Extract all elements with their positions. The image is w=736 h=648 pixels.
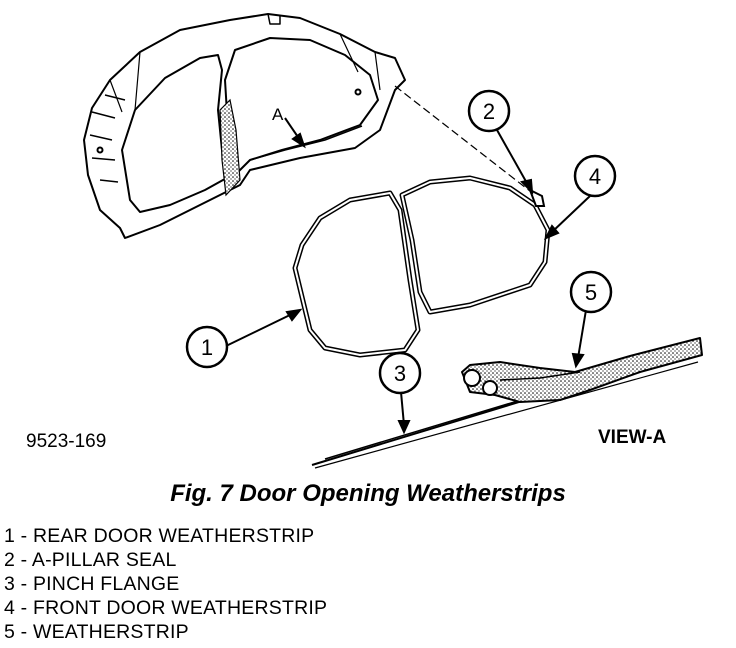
legend-item: 4 - FRONT DOOR WEATHERSTRIP (4, 597, 328, 619)
svg-text:5: 5 (585, 280, 597, 305)
body-side-aperture (83, 13, 406, 239)
svg-text:2: 2 (483, 99, 495, 124)
svg-text:3: 3 (394, 361, 406, 386)
front-door-weatherstrip (399, 175, 551, 315)
callout-3: 3 (378, 351, 422, 395)
legend-item: 3 - PINCH FLANGE (4, 573, 180, 595)
reference-code: 9523-169 (26, 431, 106, 452)
b-pillar-stipple (219, 98, 241, 197)
detail-label-a: A (272, 105, 284, 124)
callout-4: 4 (573, 154, 617, 198)
legend-item: 1 - REAR DOOR WEATHERSTRIP (4, 525, 315, 547)
a-pillar-seal (528, 187, 546, 207)
leader-dashed (394, 85, 536, 196)
view-label: VIEW-A (598, 427, 667, 448)
callout-1: 1 (185, 325, 229, 369)
rear-door-weatherstrip (292, 190, 421, 358)
figure-caption: Fig. 7 Door Opening Weatherstrips (170, 480, 566, 507)
weatherstrip-section (461, 337, 703, 403)
legend-item: 5 - WEATHERSTRIP (4, 621, 189, 643)
leader-arrows (225, 117, 591, 435)
svg-text:4: 4 (589, 164, 601, 189)
callout-2: 2 (467, 89, 511, 133)
legend-item: 2 - A-PILLAR SEAL (4, 549, 177, 571)
svg-text:1: 1 (201, 335, 213, 360)
legend-list: 1 - REAR DOOR WEATHERSTRIP 2 - A-PILLAR … (4, 524, 327, 644)
callout-5: 5 (569, 270, 613, 314)
